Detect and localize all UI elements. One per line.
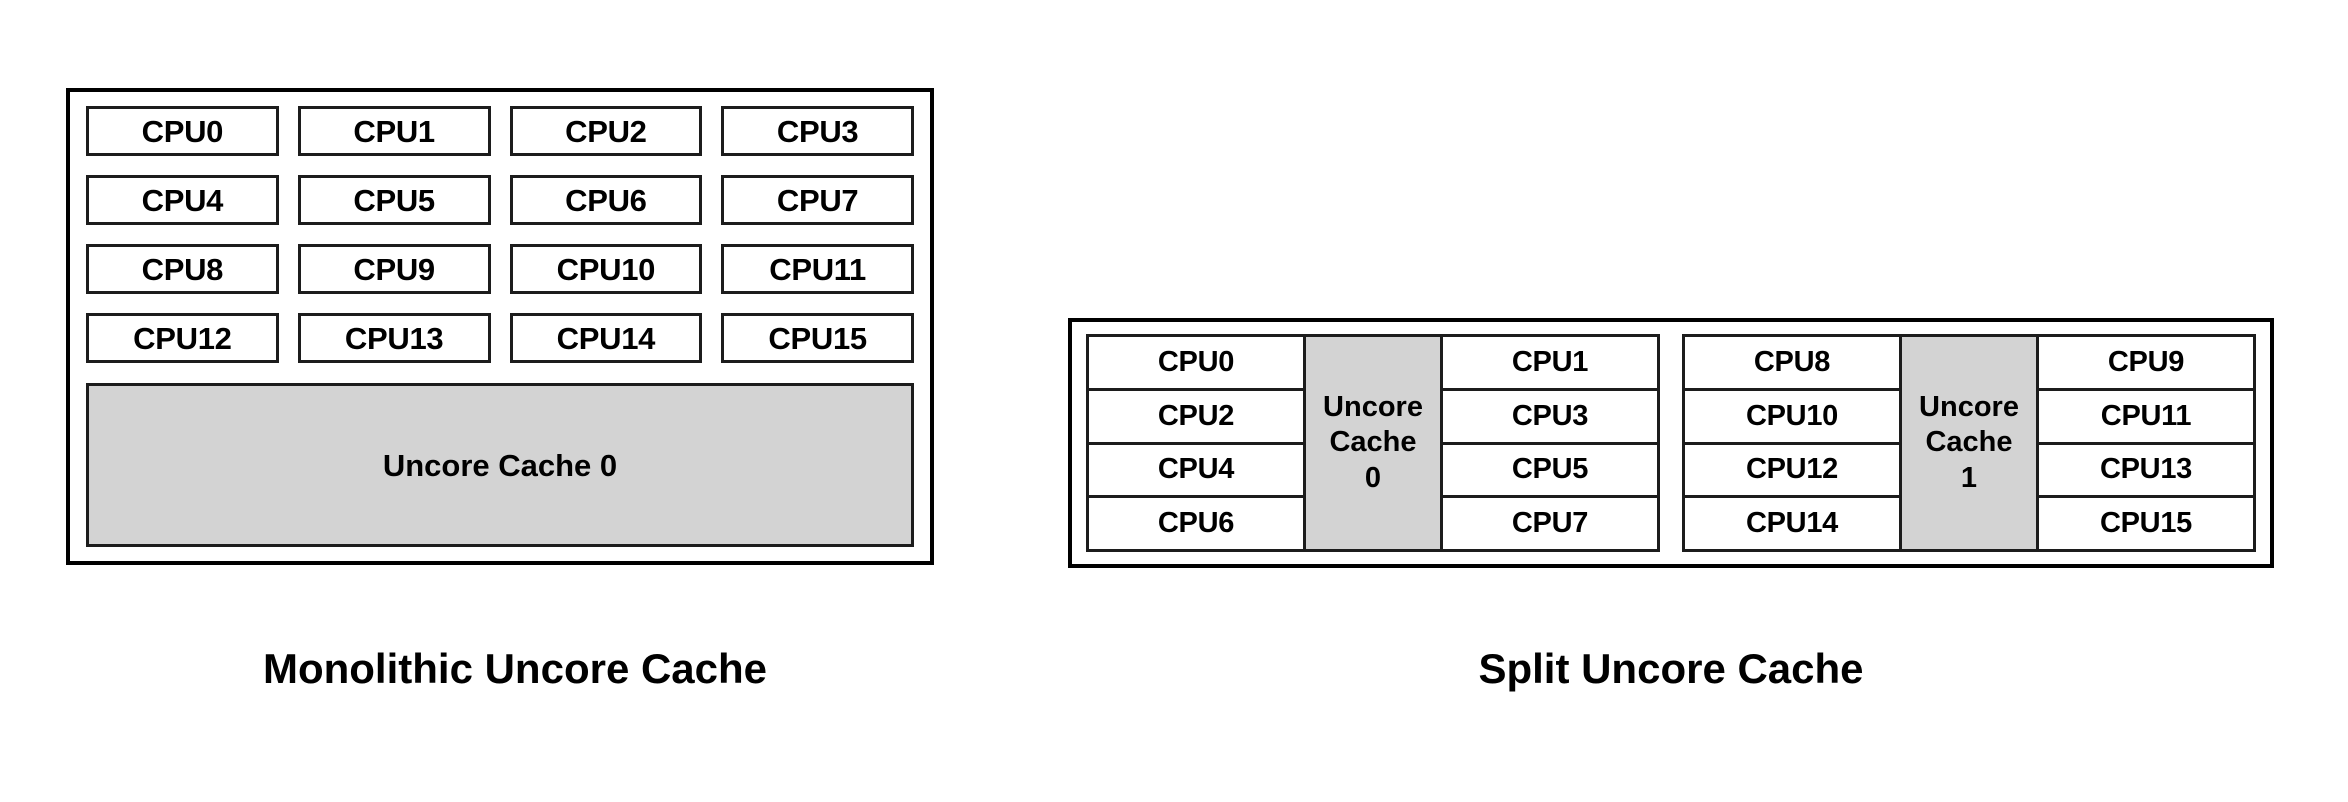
split-caption: Split Uncore Cache	[1478, 645, 1864, 692]
monolithic-uncore-panel: CPU0 CPU1 CPU2 CPU3 CPU4 CPU5 CPU6 CPU7 …	[66, 88, 934, 565]
cpu-cell-cpu13: CPU13	[297, 313, 491, 363]
split-groups-wrapper: CPU0 CPU2 CPU4 CPU6 Uncore Cache 0 CPU1 …	[1086, 334, 2256, 552]
cpu-cell-cpu7: CPU7	[721, 175, 914, 225]
cpu-cell-cpu2: CPU2	[509, 106, 703, 156]
split-group-1: CPU8 CPU10 CPU12 CPU14 Uncore Cache 1 CP…	[1682, 334, 2256, 552]
cpu-cell-cpu11: CPU11	[721, 244, 914, 294]
cpu-cell-cpu15: CPU15	[721, 313, 914, 363]
cpu-cell-cpu8: CPU8	[1685, 337, 1899, 391]
cpu-cell-cpu9: CPU9	[2039, 337, 2253, 391]
cpu-cell-cpu1: CPU1	[297, 106, 491, 156]
cpu-cell-cpu4: CPU4	[86, 175, 279, 225]
cpu-row: CPU12 CPU13 CPU14 CPU15	[86, 313, 914, 363]
cpu-cell-cpu2: CPU2	[1089, 390, 1303, 445]
cpu-cell-cpu15: CPU15	[2039, 498, 2253, 549]
monolithic-caption: Monolithic Uncore Cache	[262, 645, 768, 692]
uncore-cache-0-block: Uncore Cache 0	[1303, 337, 1443, 549]
uncore-cache-0-line2: Cache	[1329, 426, 1417, 459]
cpu-cell-cpu9: CPU9	[297, 244, 491, 294]
cpu-row: CPU4 CPU5 CPU6 CPU7	[86, 175, 914, 225]
cpu-cell-cpu7: CPU7	[1443, 498, 1657, 549]
cpu-cell-cpu0: CPU0	[1089, 337, 1303, 391]
cpu-column-left-group-1: CPU8 CPU10 CPU12 CPU14	[1685, 337, 1899, 549]
cpu-cell-cpu10: CPU10	[1685, 390, 1899, 445]
cpu-cell-cpu5: CPU5	[297, 175, 491, 225]
cpu-cell-cpu11: CPU11	[2039, 390, 2253, 445]
uncore-cache-0-line1: Uncore	[1323, 390, 1423, 423]
cpu-cell-cpu8: CPU8	[86, 244, 279, 294]
cpu-column-right-group-1: CPU9 CPU11 CPU13 CPU15	[2039, 337, 2253, 549]
uncore-cache-1-block: Uncore Cache 1	[1899, 337, 2039, 549]
uncore-cache-0-line3: 0	[1364, 461, 1382, 494]
cpu-cell-cpu5: CPU5	[1443, 444, 1657, 499]
cpu-cell-cpu4: CPU4	[1089, 444, 1303, 499]
split-group-0: CPU0 CPU2 CPU4 CPU6 Uncore Cache 0 CPU1 …	[1086, 334, 1660, 552]
cpu-column-left-group-0: CPU0 CPU2 CPU4 CPU6	[1089, 337, 1303, 549]
cpu-cell-cpu6: CPU6	[509, 175, 703, 225]
cpu-cell-cpu14: CPU14	[509, 313, 703, 363]
cpu-cell-cpu12: CPU12	[86, 313, 279, 363]
uncore-cache-1-line1: Uncore	[1919, 390, 2019, 423]
cpu-cell-cpu12: CPU12	[1685, 444, 1899, 499]
split-uncore-panel: CPU0 CPU2 CPU4 CPU6 Uncore Cache 0 CPU1 …	[1068, 318, 2274, 568]
cpu-cell-cpu10: CPU10	[509, 244, 703, 294]
cpu-row: CPU0 CPU1 CPU2 CPU3	[86, 106, 914, 156]
monolithic-cpu-grid: CPU0 CPU1 CPU2 CPU3 CPU4 CPU5 CPU6 CPU7 …	[86, 106, 914, 547]
uncore-cache-1-line3: 1	[1960, 461, 1978, 494]
cpu-cell-cpu0: CPU0	[86, 106, 279, 156]
cpu-column-right-group-0: CPU1 CPU3 CPU5 CPU7	[1443, 337, 1657, 549]
uncore-cache-0-block: Uncore Cache 0	[86, 383, 914, 547]
cpu-cell-cpu3: CPU3	[721, 106, 914, 156]
uncore-cache-1-line2: Cache	[1925, 426, 2013, 459]
cpu-cell-cpu1: CPU1	[1443, 337, 1657, 391]
cpu-cell-cpu3: CPU3	[1443, 390, 1657, 445]
cpu-cell-cpu13: CPU13	[2039, 444, 2253, 499]
cpu-row: CPU8 CPU9 CPU10 CPU11	[86, 244, 914, 294]
cpu-cell-cpu14: CPU14	[1685, 498, 1899, 549]
cpu-cell-cpu6: CPU6	[1089, 498, 1303, 549]
